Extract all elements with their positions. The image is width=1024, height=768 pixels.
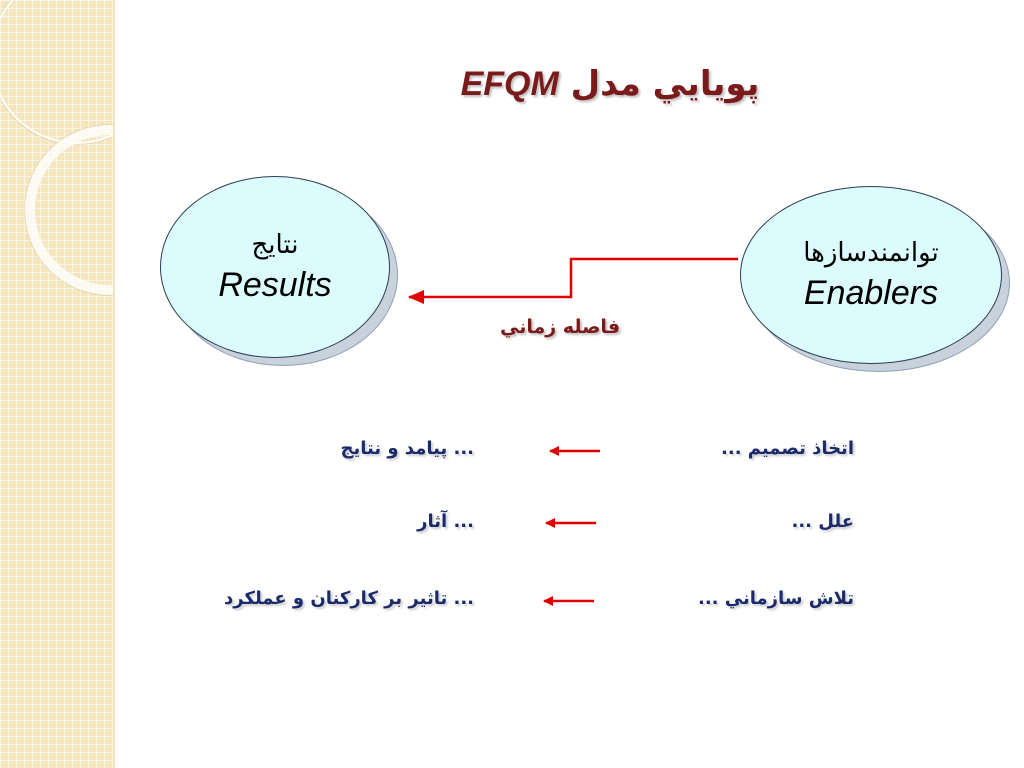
enablers-to-results-arrow — [408, 257, 738, 304]
results-label-fa: نتايج — [251, 229, 299, 260]
decorative-circle — [0, 0, 113, 144]
time-gap-label: فاصله زماني — [499, 316, 621, 338]
effect-text: ... پيامد و نتايج — [340, 438, 474, 459]
title-fa: پويايي مدل — [570, 64, 760, 104]
side-strip-edge — [113, 0, 116, 768]
cause-text: تلاش سازماني ... — [697, 588, 854, 609]
decorative-side-strip — [0, 0, 113, 768]
enablers-ellipse: توانمندسازها Enablers — [740, 186, 1002, 364]
title-latin: EFQM — [460, 65, 559, 103]
results-ellipse: نتايج Results — [160, 176, 390, 358]
effect-text: ... تاثير بر كاركنان و عملكرد — [224, 588, 474, 609]
results-label-en: Results — [218, 265, 332, 304]
decorative-circle — [25, 125, 113, 295]
cause-text: اتخاذ تصميم ... — [721, 438, 854, 459]
cause-text: علل ... — [791, 511, 855, 532]
effect-text: ... آثار — [417, 511, 474, 532]
slide-title: پويايي مدل EFQM — [440, 64, 780, 104]
enablers-label-fa: توانمندسازها — [803, 237, 939, 268]
enablers-label-en: Enablers — [803, 273, 939, 312]
